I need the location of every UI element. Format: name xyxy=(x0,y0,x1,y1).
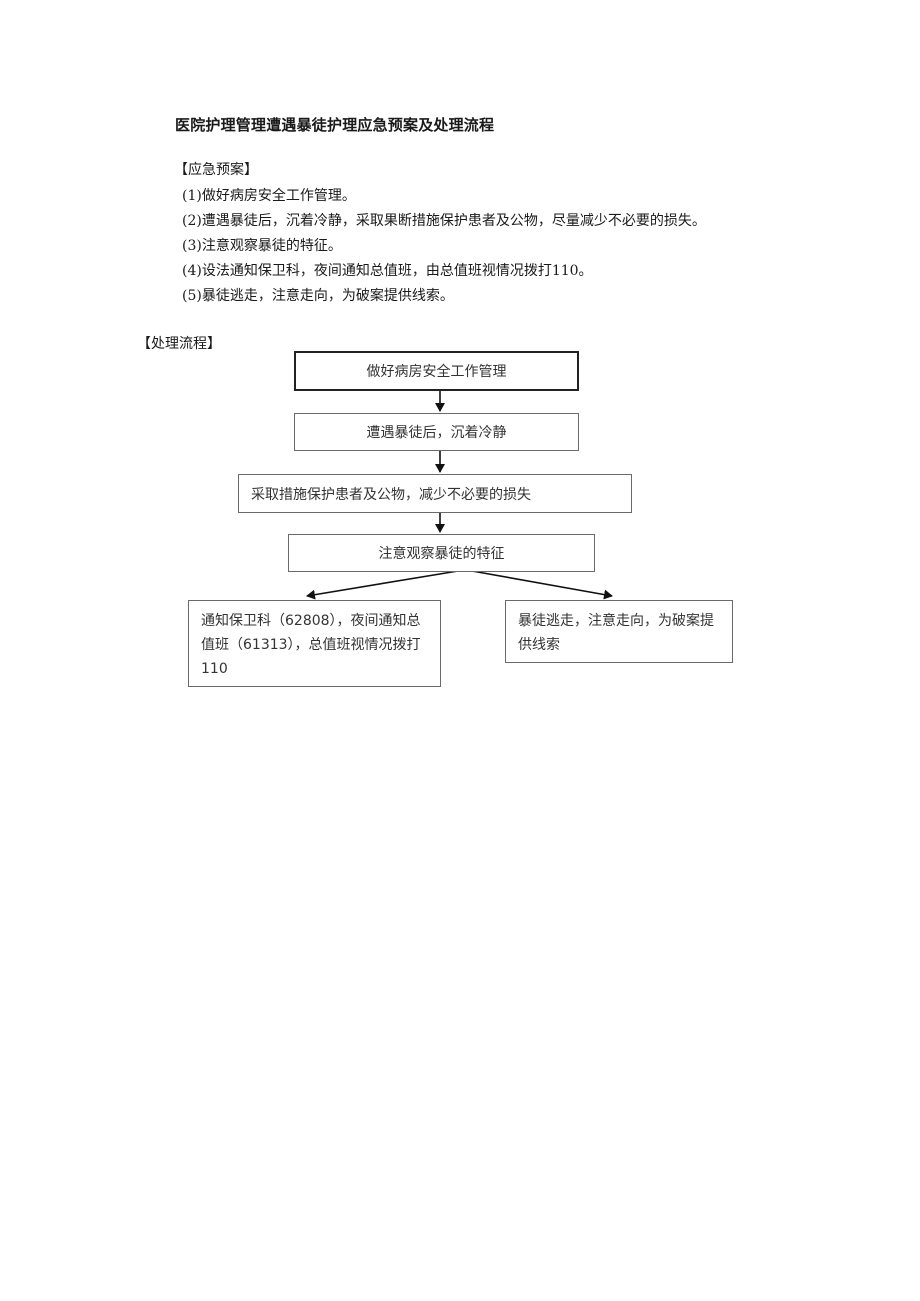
plan-item-3: (3)注意观察暴徒的特征。 xyxy=(182,238,342,254)
plan-item-4: (4)设法通知保卫科，夜间通知总值班，由总值班视情况拨打110。 xyxy=(182,263,593,279)
process-flow-heading: 【处理流程】 xyxy=(137,336,221,352)
arrow-4-to-right-branch xyxy=(471,570,613,600)
flow-step-1: 做好病房安全工作管理 xyxy=(294,351,579,391)
flow-step-4: 注意观察暴徒的特征 xyxy=(288,534,595,572)
plan-item-5: (5)暴徒逃走，注意走向，为破案提供线索。 xyxy=(182,288,454,304)
flow-step-3: 采取措施保护患者及公物，减少不必要的损失 xyxy=(238,474,632,513)
plan-item-2: (2)遭遇暴徒后，沉着冷静，采取果断措施保护患者及公物，尽量减少不必要的损失。 xyxy=(182,213,706,229)
flow-branch-notify: 通知保卫科（62808），夜间通知总值班（61313），总值班视情况拨打 110 xyxy=(188,600,441,687)
emergency-plan-list: (1)做好病房安全工作管理。 (2)遭遇暴徒后，沉着冷静，采取果断措施保护患者及… xyxy=(182,184,706,309)
document-title: 医院护理管理遭遇暴徒护理应急预案及处理流程 xyxy=(175,116,495,134)
flow-step-2: 遭遇暴徒后，沉着冷静 xyxy=(294,413,579,451)
plan-item-1: (1)做好病房安全工作管理。 xyxy=(182,188,356,204)
emergency-plan-heading: 【应急预案】 xyxy=(174,162,258,178)
arrow-4-to-left-branch xyxy=(306,570,459,600)
flow-branch-escape: 暴徒逃走，注意走向，为破案提供线索 xyxy=(505,600,733,663)
